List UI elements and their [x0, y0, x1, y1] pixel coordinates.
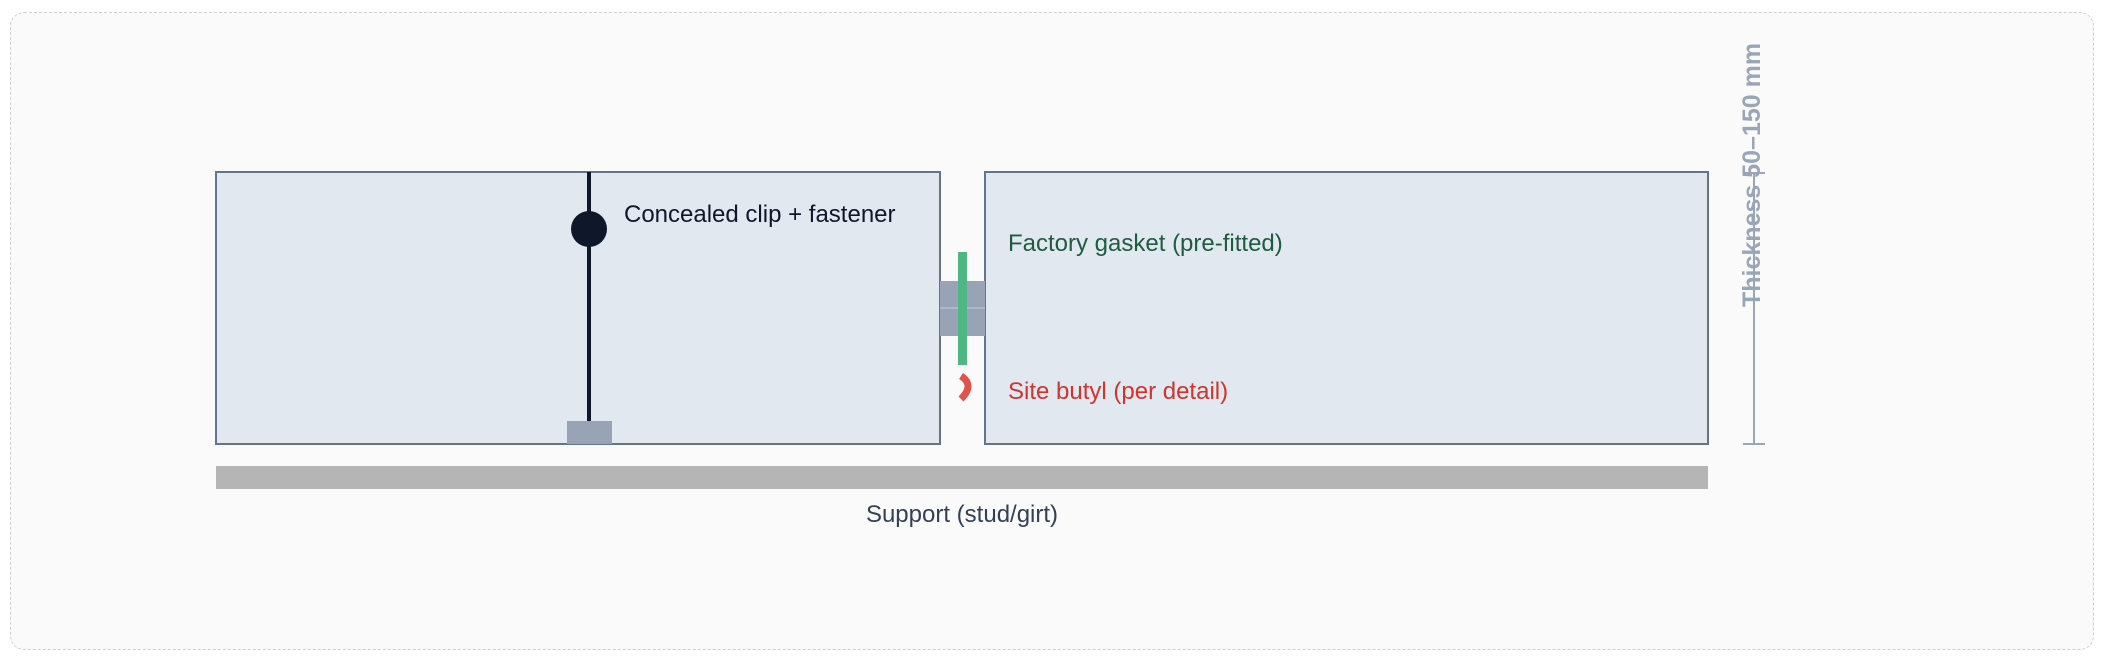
gasket-label: Factory gasket (pre-fitted): [1008, 230, 1283, 257]
support-bar: [216, 466, 1708, 489]
fastener-head: [571, 211, 607, 247]
thickness-dimension: [1743, 172, 1765, 445]
support-label: Support (stud/girt): [866, 501, 1058, 528]
thickness-label: Thickness 50–150 mm: [1738, 43, 1766, 307]
clip-base-plate: [567, 421, 612, 444]
site-butyl-bead: [958, 373, 972, 402]
right-panel: [984, 171, 1709, 445]
butyl-label: Site butyl (per detail): [1008, 378, 1228, 405]
clip-label: Concealed clip + fastener: [624, 201, 896, 228]
factory-gasket: [958, 252, 967, 365]
